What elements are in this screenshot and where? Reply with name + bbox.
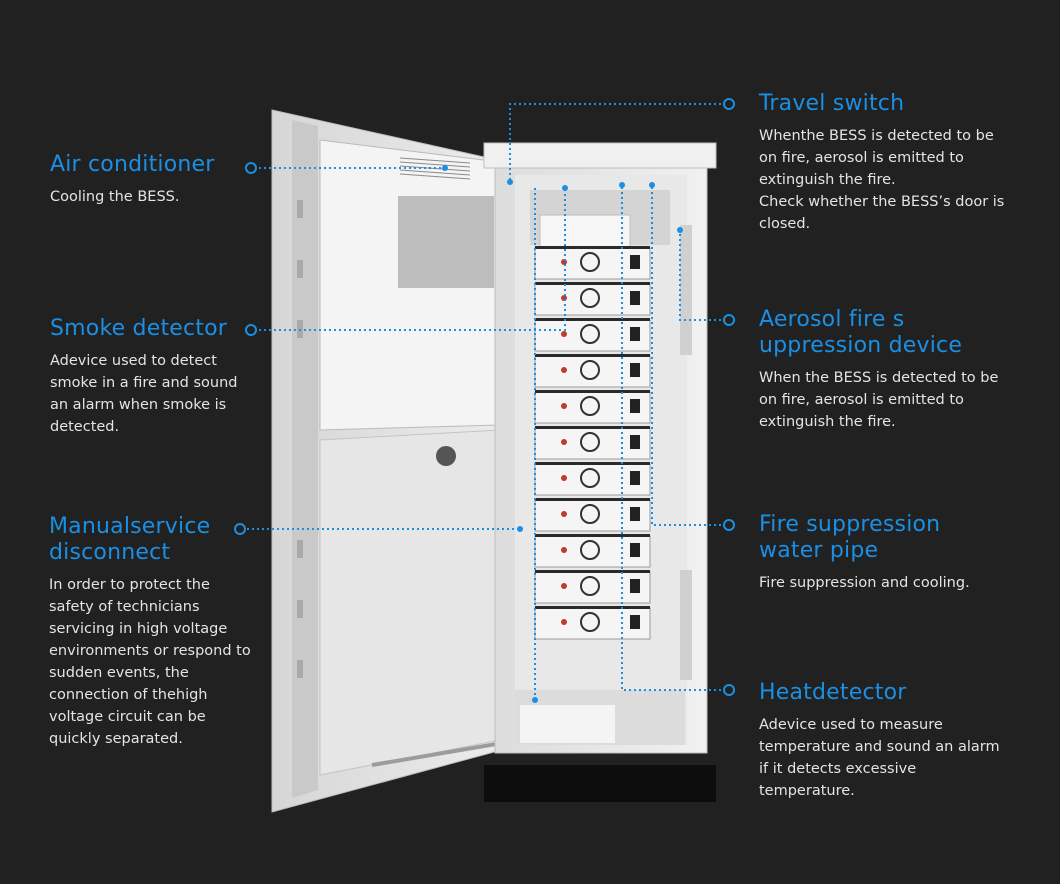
cabinet-body: [483, 142, 717, 802]
module-connector: [630, 327, 640, 341]
battery-module-divider: [535, 498, 650, 501]
module-connector: [630, 435, 640, 449]
fire-suppression-water-pipe-title: Fire suppression water pipe: [759, 512, 941, 563]
fan-icon: [580, 252, 600, 272]
battery-modules: [534, 246, 651, 640]
module-connector: [630, 543, 640, 557]
fan-icon: [580, 576, 600, 596]
module-connector: [630, 471, 640, 485]
air-conditioner-desc: Cooling the BESS.: [50, 189, 180, 205]
manual-service-disconnect-desc: In order to protect the safety of techni…: [49, 577, 251, 747]
module-indicator: [561, 439, 567, 445]
module-connector: [630, 615, 640, 629]
callout-smoke-detector: Smoke detector Adevice used to detect sm…: [50, 316, 250, 438]
fan-icon: [580, 432, 600, 452]
fan-icon: [580, 468, 600, 488]
module-connector: [630, 363, 640, 377]
air-conditioner-unit: [319, 139, 501, 431]
battery-module-divider: [535, 570, 650, 573]
fan-icon: [580, 396, 600, 416]
module-connector: [630, 399, 640, 413]
heat-detector-title: Heatdetector: [759, 680, 907, 705]
fan-icon: [580, 324, 600, 344]
callout-aerosol-fire-suppression: Aerosol fire s uppression device When th…: [759, 307, 1039, 433]
fan-icon: [580, 612, 600, 632]
battery-module-divider: [535, 462, 650, 465]
module-connector: [630, 579, 640, 593]
smoke-detector-title: Smoke detector: [50, 316, 228, 341]
module-indicator: [561, 475, 567, 481]
leader-end-rings: [234, 98, 735, 696]
module-indicator: [561, 403, 567, 409]
fan-icon: [580, 540, 600, 560]
battery-module-divider: [535, 426, 650, 429]
smoke-detector-desc: Adevice used to detect smoke in a fire a…: [50, 353, 238, 435]
fan-icon: [580, 504, 600, 524]
battery-module-divider: [535, 282, 650, 285]
travel-switch-desc: Whenthe BESS is detected to be on fire, …: [759, 128, 1005, 232]
callout-travel-switch: Travel switch Whenthe BESS is detected t…: [759, 91, 1039, 235]
module-indicator: [561, 583, 567, 589]
module-indicator: [561, 511, 567, 517]
battery-module-divider: [535, 318, 650, 321]
callout-fire-suppression-water-pipe: Fire suppression water pipe Fire suppres…: [759, 512, 1039, 594]
fan-icon: [580, 288, 600, 308]
module-indicator: [561, 547, 567, 553]
module-indicator: [561, 367, 567, 373]
module-connector: [630, 507, 640, 521]
aerosol-fire-suppression-desc: When the BESS is detected to be on fire,…: [759, 370, 999, 430]
callout-manual-service-disconnect: Manualservice disconnect In order to pro…: [49, 514, 264, 750]
leader-dots: [442, 165, 683, 703]
battery-module-divider: [535, 390, 650, 393]
cabinet-door: [271, 109, 521, 813]
module-indicator: [561, 619, 567, 625]
leader-lines: [247, 103, 721, 700]
callout-heat-detector: Heatdetector Adevice used to measure tem…: [759, 680, 1039, 802]
manual-service-disconnect-title: Manualservice disconnect: [49, 514, 211, 565]
module-connector: [630, 255, 640, 269]
battery-module-divider: [535, 246, 650, 249]
module-connector: [630, 291, 640, 305]
callout-air-conditioner: Air conditioner Cooling the BESS.: [50, 152, 250, 208]
fire-suppression-water-pipe-desc: Fire suppression and cooling.: [759, 575, 970, 591]
module-indicator: [561, 331, 567, 337]
fan-icon: [580, 360, 600, 380]
aerosol-fire-suppression-title: Aerosol fire s uppression device: [759, 307, 963, 358]
travel-switch-title: Travel switch: [759, 91, 905, 116]
battery-module-divider: [535, 606, 650, 609]
air-conditioner-title: Air conditioner: [50, 152, 215, 177]
battery-module-divider: [535, 354, 650, 357]
heat-detector-desc: Adevice used to measure temperature and …: [759, 717, 1000, 799]
battery-module-divider: [535, 534, 650, 537]
